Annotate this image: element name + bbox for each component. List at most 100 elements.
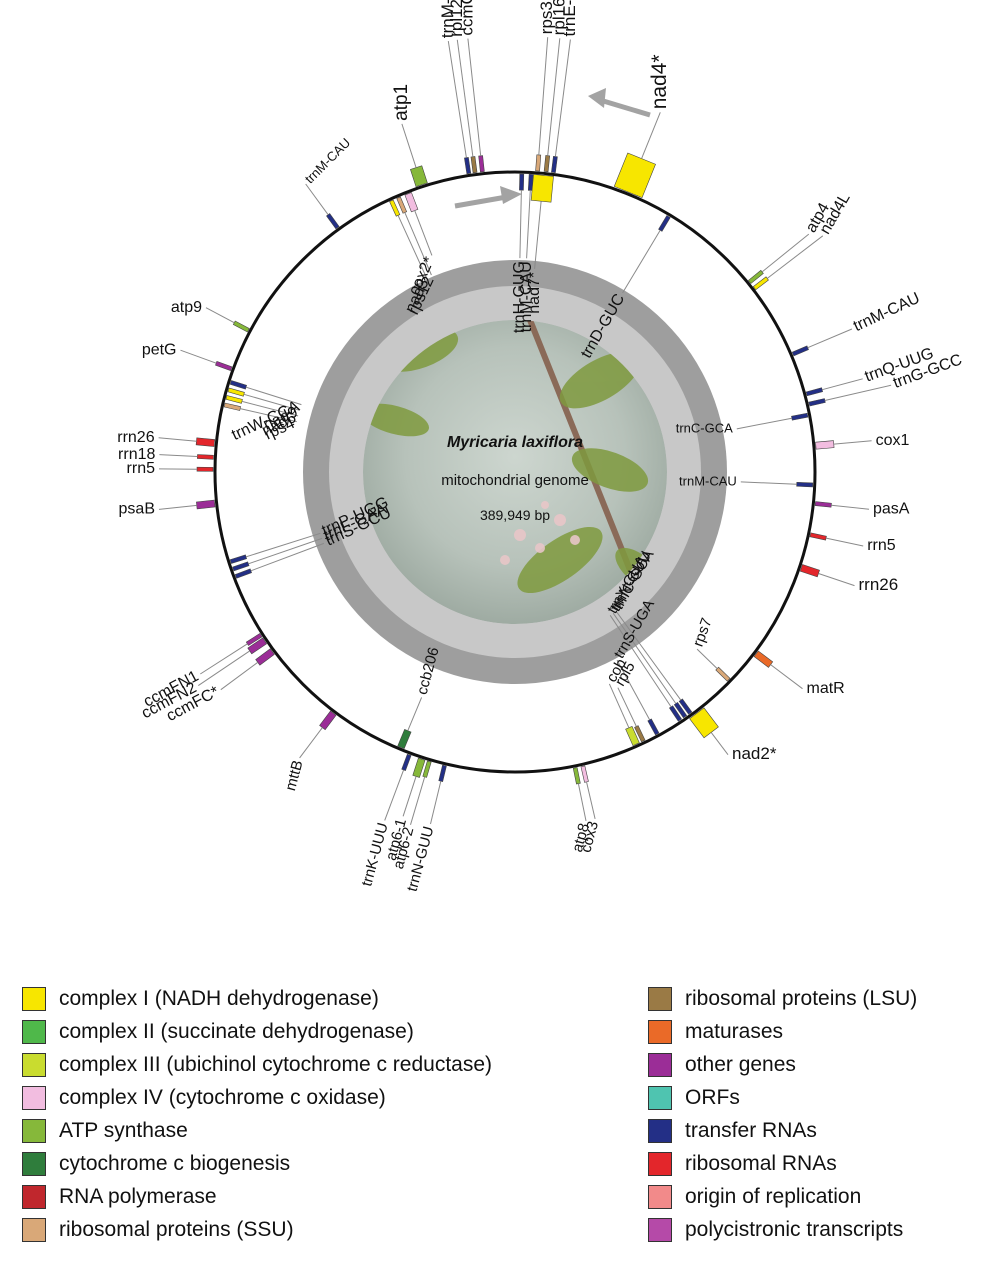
legend-swatch [22, 1184, 46, 1209]
legend-label: ribosomal RNAs [685, 1151, 837, 1175]
gene-leader-line [736, 417, 792, 430]
gene-label: trnM-CAU [302, 135, 353, 186]
legend-item: polycistronic transcripts [648, 1213, 917, 1246]
gene-leader-line [401, 123, 417, 168]
genome-type: mitochondrial genome [441, 472, 589, 489]
legend-item: ribosomal RNAs [648, 1147, 917, 1180]
gene-trne-uuc: trnE-UUC [551, 0, 579, 174]
gene-block [814, 501, 832, 508]
gene-label: rpl16 [549, 0, 568, 35]
gene-atp4: atp4 [748, 200, 833, 284]
legend-label: complex III (ubichinol cytochrome c redu… [59, 1052, 493, 1076]
gene-block [647, 718, 660, 736]
species-name: Myricaria laxiflora [447, 434, 583, 451]
legend-item: ORFs [648, 1081, 917, 1114]
gene-leader-line [407, 697, 423, 731]
legend-item: ribosomal proteins (SSU) [22, 1213, 492, 1246]
gene-atp8: atp8 [569, 767, 593, 854]
gene-leader-line [622, 230, 661, 294]
legend-swatch [648, 1019, 672, 1044]
legend-column-left: complex I (NADH dehydrogenase) complex II… [22, 982, 492, 1246]
gene-block [658, 215, 671, 232]
gene-trnm-cau: trnM-CAU [438, 0, 472, 175]
gene-block [225, 395, 243, 404]
gene-label: rrn26 [859, 575, 899, 594]
gene-leader-line [770, 664, 803, 690]
legend-label: origin of replication [685, 1184, 862, 1208]
legend-item: cytochrome c biogenesis [22, 1147, 492, 1180]
gene-leader-line [456, 39, 474, 157]
gene-label: rps7 [690, 616, 716, 649]
gene-label: atp9 [171, 299, 202, 316]
gene-leader-line [538, 37, 549, 155]
gene-leader-line [586, 781, 596, 820]
gene-mttb: mttB [282, 710, 337, 793]
gene-nad7-: nad7* [526, 174, 554, 314]
gene-petg: petG [142, 341, 233, 372]
legend-item: transfer RNAs [648, 1114, 917, 1147]
legend-swatch [22, 1118, 46, 1143]
gene-leader-line [299, 727, 323, 759]
legend-item: complex III (ubichinol cytochrome c redu… [22, 1048, 492, 1081]
gene-label: rrn5 [867, 537, 896, 554]
gene-block [223, 402, 242, 411]
gene-leader-line [158, 437, 197, 442]
gene-rrn26: rrn26 [117, 429, 216, 447]
gene-block [752, 276, 769, 291]
gene-label: rrn18 [118, 446, 155, 463]
legend-swatch [22, 1085, 46, 1110]
gene-label: trnM-CAU [679, 473, 737, 488]
gene-block [319, 710, 337, 731]
gene-block [195, 437, 216, 447]
legend-item: maturases [648, 1015, 917, 1048]
legend-label: RNA polymerase [59, 1184, 217, 1208]
gene-block [389, 199, 401, 217]
legend-item: complex I (NADH dehydrogenase) [22, 982, 492, 1015]
gene-label: matR [807, 680, 845, 697]
gene-leader-line [180, 349, 217, 364]
gene-rrn18: rrn18 [118, 446, 214, 463]
gene-trnm-cau: trnM-CAU [518, 173, 535, 332]
legend-item: RNA polymerase [22, 1180, 492, 1213]
gene-block [678, 698, 693, 715]
gene-label: trnE-UUC [560, 0, 579, 37]
gene-leader-line [519, 190, 522, 259]
gene-label: trnM-CAU [438, 0, 457, 38]
gene-block [438, 764, 447, 783]
gene-nad4-: nad4* [613, 54, 671, 198]
legend-item: complex II (succinate dehydrogenase) [22, 1015, 492, 1048]
gene-matr: matR [753, 650, 845, 697]
legend-item: other genes [648, 1048, 917, 1081]
gene-block [422, 760, 432, 778]
gene-rrn26: rrn26 [799, 564, 899, 594]
gene-rrn5: rrn5 [127, 460, 214, 477]
gene-leader-line [414, 210, 433, 256]
legend-label: maturases [685, 1019, 784, 1043]
gene-leader-line [447, 41, 467, 158]
genome-circle [213, 170, 817, 774]
gene-block [196, 466, 214, 472]
gene-block [580, 765, 589, 783]
gene-leader-line [305, 183, 329, 215]
gene-block [799, 564, 820, 578]
gene-block [227, 387, 245, 397]
gene-leader-line [410, 776, 426, 825]
direction-arrow-forward [454, 186, 522, 209]
gene-block [215, 360, 233, 372]
gene-block [689, 707, 719, 739]
gene-block [809, 532, 827, 541]
gene-leader-line [824, 384, 892, 401]
legend-item: origin of replication [648, 1180, 917, 1213]
gene-block [232, 561, 250, 572]
legend-swatch [648, 1151, 672, 1176]
legend: complex I (NADH dehydrogenase) complex II… [0, 982, 1000, 1252]
gene-leader-line [158, 504, 197, 510]
legend-label: complex II (succinate dehydrogenase) [59, 1019, 414, 1043]
gene-cox1: cox1 [815, 432, 909, 450]
gene-leader-line [547, 38, 561, 156]
gene-atp1: atp1 [391, 84, 428, 187]
gene-block [404, 192, 419, 213]
gene-block [464, 157, 472, 175]
gene-leader-line [397, 215, 427, 278]
